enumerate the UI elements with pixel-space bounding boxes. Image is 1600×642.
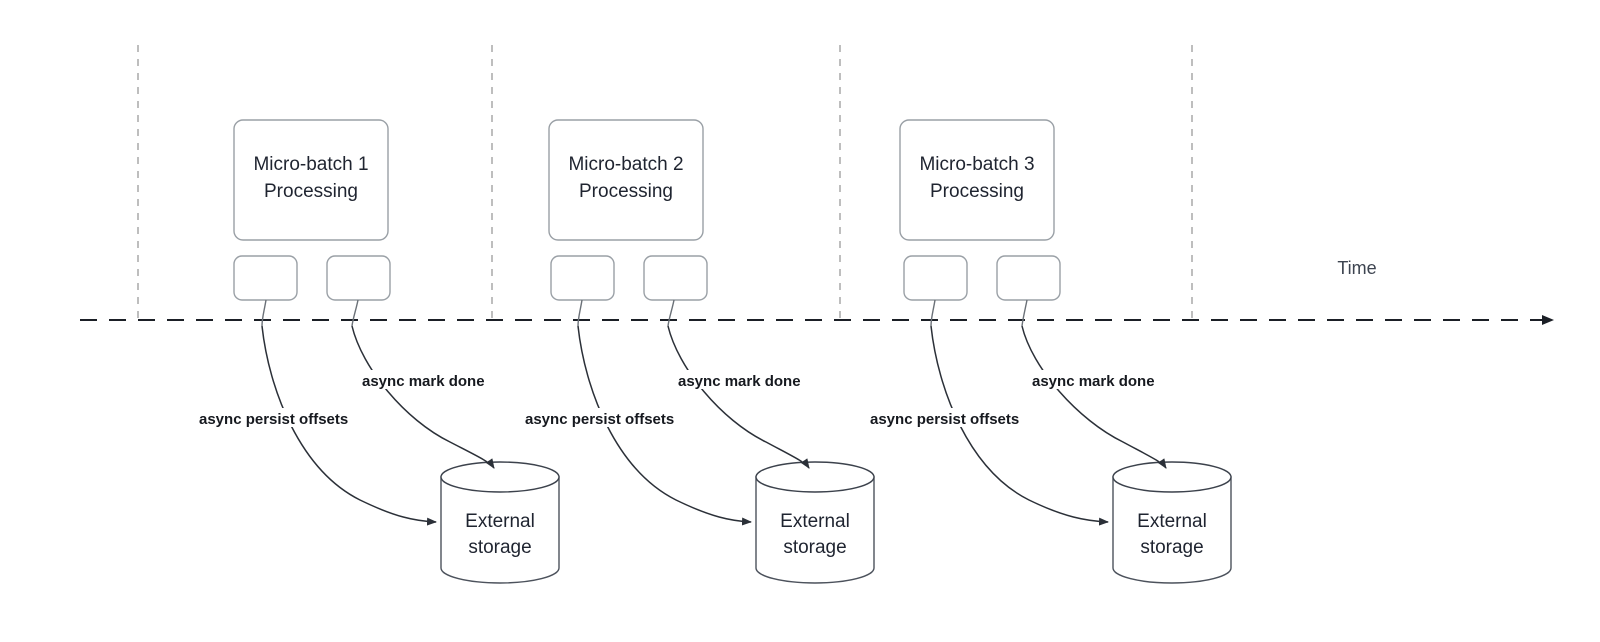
- external-storage-2-line2: storage: [783, 537, 846, 558]
- edge-label-persist-offsets-3: async persist offsets: [870, 411, 1019, 428]
- task-box-2a[interactable]: [550, 255, 615, 301]
- micro-batch-3-box[interactable]: [899, 119, 1055, 241]
- external-storage-1-line1: External: [465, 511, 535, 532]
- micro-batch-1-box[interactable]: [233, 119, 389, 241]
- external-storage-3-line2: storage: [1140, 537, 1203, 558]
- external-storage-2-line1: External: [780, 511, 850, 532]
- edge-label-mark-done-1: async mark done: [362, 373, 485, 390]
- external-storage-3-top: [1112, 461, 1232, 493]
- flow-persist-offsets-1: [261, 325, 437, 526]
- micro-batch-1-line1: Micro-batch 1: [253, 154, 368, 175]
- micro-batch-3-line2: Processing: [930, 181, 1024, 202]
- external-storage-2-body: [755, 476, 875, 584]
- edge-label-mark-done-2: async mark done: [678, 373, 801, 390]
- label-halo-persist-1: [197, 408, 372, 427]
- label-halo-persist-3: [868, 408, 1043, 427]
- external-storage-1-line2: storage: [468, 537, 531, 558]
- stem-1a: [261, 299, 267, 327]
- task-box-2b[interactable]: [643, 255, 708, 301]
- external-storage-2-top: [755, 461, 875, 493]
- stem-3a: [930, 299, 936, 327]
- edge-label-persist-offsets-2: async persist offsets: [525, 411, 674, 428]
- stem-1b: [351, 299, 359, 327]
- micro-batch-2-box[interactable]: [548, 119, 704, 241]
- label-halo-mark-done-2: [676, 370, 817, 389]
- external-storage-1-body: [440, 476, 560, 584]
- stem-2a: [577, 299, 583, 327]
- task-box-1a[interactable]: [233, 255, 298, 301]
- task-box-3b[interactable]: [996, 255, 1061, 301]
- task-box-1b[interactable]: [326, 255, 391, 301]
- micro-batch-1-line2: Processing: [264, 181, 358, 202]
- task-box-3a[interactable]: [903, 255, 968, 301]
- micro-batch-2-line1: Micro-batch 2: [568, 154, 683, 175]
- micro-batch-2-line2: Processing: [579, 181, 673, 202]
- external-storage-1-top: [440, 461, 560, 493]
- time-axis-label: Time: [1337, 258, 1376, 278]
- micro-batch-3-line1: Micro-batch 3: [919, 154, 1034, 175]
- flow-mark-done-3: [1021, 325, 1167, 469]
- label-halo-mark-done-1: [360, 370, 501, 389]
- flow-mark-done-2: [667, 325, 810, 469]
- stem-2b: [667, 299, 675, 327]
- edge-label-persist-offsets-1: async persist offsets: [199, 411, 348, 428]
- flow-persist-offsets-3: [930, 325, 1109, 526]
- external-storage-3-line1: External: [1137, 511, 1207, 532]
- flow-persist-offsets-2: [577, 325, 752, 526]
- stem-3b: [1021, 299, 1028, 327]
- edge-label-mark-done-3: async mark done: [1032, 373, 1155, 390]
- label-halo-mark-done-3: [1030, 370, 1171, 389]
- label-halo-persist-2: [523, 408, 698, 427]
- external-storage-3-body: [1112, 476, 1232, 584]
- flow-mark-done-1: [351, 325, 495, 469]
